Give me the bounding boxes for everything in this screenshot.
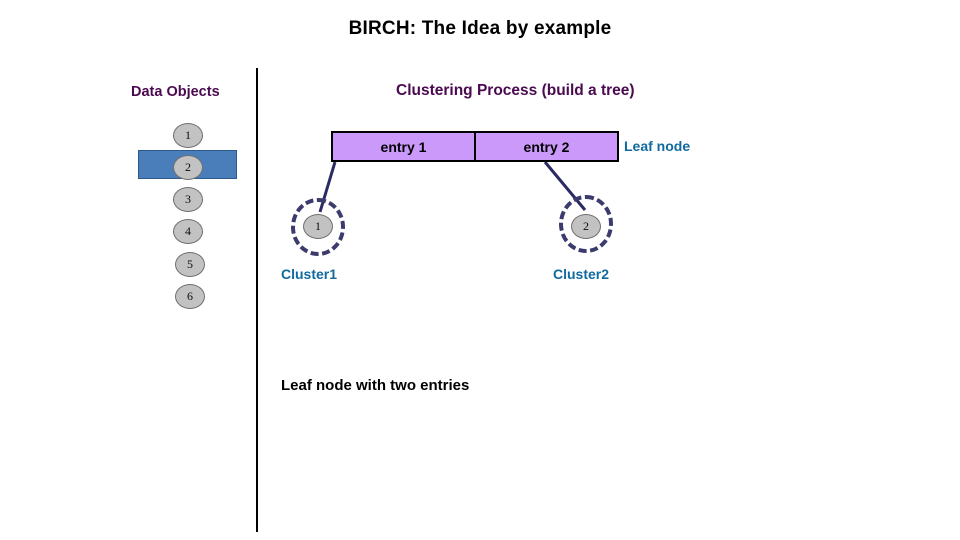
cluster-2-label: Cluster2 [553, 266, 610, 282]
leaf-node-caption: Leaf node with two entries [281, 377, 470, 394]
data-object-1: 1 [173, 123, 203, 148]
cluster-2-member: 2 [571, 214, 601, 239]
cluster-1-ring [291, 198, 345, 256]
data-object-2: 2 [173, 155, 203, 180]
leaf-entry-2[interactable]: entry 2 [474, 131, 619, 162]
data-object-5: 5 [175, 252, 205, 277]
data-object-4: 4 [173, 219, 203, 244]
cluster-1-member: 1 [303, 214, 333, 239]
leaf-entry-1[interactable]: entry 1 [331, 131, 476, 162]
page-title: BIRCH: The Idea by example [348, 18, 612, 39]
cluster-1-label: Cluster1 [281, 266, 338, 282]
data-object-6: 6 [175, 284, 205, 309]
leaf-node-annotation: Leaf node [624, 138, 691, 154]
data-objects-heading: Data Objects [131, 84, 220, 100]
clustering-process-heading: Clustering Process (build a tree) [396, 82, 635, 99]
vertical-divider [256, 68, 258, 532]
cluster-2-ring [559, 195, 613, 253]
data-object-3: 3 [173, 187, 203, 212]
